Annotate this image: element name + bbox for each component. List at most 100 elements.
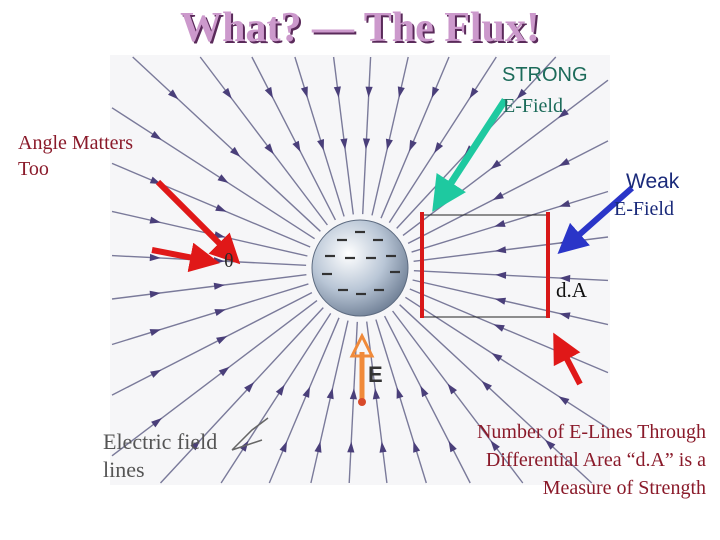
flux-explanation: Number of E-Lines Through Differential A…	[476, 421, 706, 499]
e-vector-label: E	[368, 362, 383, 387]
field-line-arrowhead	[275, 384, 285, 396]
field-line	[294, 56, 345, 217]
field-line-arrowhead	[431, 86, 440, 98]
field-line-arrowhead	[379, 441, 387, 453]
field-line	[366, 321, 388, 484]
field-line	[111, 107, 315, 240]
angle-label: Angle Matters Too	[18, 132, 133, 180]
theta-symbol: θ	[224, 250, 234, 272]
field-line-arrowhead	[168, 89, 179, 100]
e-field-vector	[349, 332, 375, 406]
field-line-arrowhead	[447, 383, 457, 395]
strong-field-arrow	[432, 98, 508, 212]
area-label: d.A	[556, 278, 587, 302]
field-line-arrowhead	[492, 191, 504, 200]
field-line-arrowhead	[516, 88, 527, 100]
field-line-arrowhead	[215, 204, 227, 212]
field-line	[405, 296, 609, 429]
field-line-arrowhead	[314, 441, 322, 453]
field-line-arrowhead	[434, 142, 444, 154]
field-line-arrowhead	[214, 309, 226, 316]
field-line	[268, 317, 340, 484]
field-line-arrowhead	[491, 353, 503, 362]
field-line-arrowhead	[494, 220, 506, 227]
field-line	[132, 56, 321, 232]
field-line	[388, 56, 497, 223]
field-line	[392, 310, 524, 484]
strong-field-label-line1: STRONG	[502, 64, 588, 86]
field-line-arrowhead	[493, 324, 505, 332]
charged-sphere	[311, 219, 409, 317]
field-line-arrowhead	[396, 387, 404, 399]
field-line-arrowhead	[317, 139, 324, 151]
weak-field-arrow	[557, 185, 634, 254]
area-pointer-arrow	[553, 332, 583, 386]
field-line	[111, 283, 309, 346]
field-line-arrowhead	[409, 139, 417, 152]
field-line-arrowhead	[558, 396, 570, 405]
field-line	[310, 320, 349, 484]
legend-callout	[231, 417, 269, 451]
field-line-arrowhead	[365, 86, 373, 98]
field-line	[411, 190, 609, 253]
field-line-arrowhead	[481, 380, 492, 391]
angle-pointer-arrow	[155, 179, 241, 265]
field-line-arrowhead	[217, 174, 229, 183]
field-line	[251, 56, 337, 221]
field-line	[159, 307, 324, 484]
field-line-arrowhead	[326, 387, 334, 400]
field-line	[412, 279, 609, 326]
field-line	[111, 162, 311, 248]
weak-field-label-line1: Weak	[626, 170, 680, 193]
field-line-arrowhead	[150, 369, 162, 378]
angle-theta-arrow	[151, 242, 220, 273]
field-line	[380, 56, 450, 219]
field-line	[362, 56, 372, 215]
field-line-arrowhead	[222, 87, 232, 99]
field-line	[399, 304, 593, 484]
field-line	[371, 56, 409, 216]
field-line	[383, 315, 471, 484]
field-line-arrowhead	[490, 159, 502, 170]
field-line-arrowhead	[264, 143, 274, 155]
field-line-arrowhead	[218, 366, 230, 377]
field-line-arrowhead	[300, 86, 308, 98]
field-line-arrowhead	[302, 386, 310, 398]
field-line-arrowhead	[448, 440, 457, 453]
field-line-arrowhead	[347, 441, 355, 453]
field-line	[332, 56, 354, 215]
field-line-arrowhead	[213, 282, 225, 290]
field-line-arrowhead	[362, 138, 371, 150]
field-line-arrowhead	[413, 441, 421, 453]
field-line-arrowhead	[558, 158, 570, 167]
field-line-arrowhead	[149, 216, 161, 224]
weak-field-label-line2: E-Field	[614, 198, 674, 220]
field-line-arrowhead	[149, 253, 161, 262]
field-lines-legend: Electric field lines	[103, 429, 218, 482]
field-line-arrowhead	[292, 140, 301, 152]
field-line-arrowhead	[372, 388, 380, 400]
field-line-arrowhead	[230, 146, 241, 157]
field-line-arrowhead	[495, 246, 507, 254]
field-line-arrowhead	[495, 271, 507, 279]
field-line-arrowhead	[559, 274, 571, 283]
field-line-arrowhead	[333, 86, 341, 98]
field-line-arrowhead	[216, 336, 228, 345]
field-line-arrowhead	[559, 200, 571, 207]
field-line-arrowhead	[545, 439, 556, 450]
field-line	[407, 140, 609, 245]
page-title: What? — The Flux!	[180, 5, 540, 51]
field-line	[111, 300, 318, 457]
field-line-arrowhead	[397, 86, 405, 98]
field-line-arrowhead	[559, 312, 571, 320]
field-line-arrowhead	[151, 418, 162, 428]
field-line-arrowhead	[190, 440, 201, 451]
field-line	[413, 270, 609, 282]
field-line-arrowhead	[385, 138, 393, 150]
field-line-arrowhead	[349, 388, 357, 400]
field-line-arrowhead	[490, 440, 500, 452]
field-line-arrowhead	[264, 86, 273, 99]
field-line-arrowhead	[340, 138, 348, 150]
field-line-arrowhead	[279, 441, 287, 453]
